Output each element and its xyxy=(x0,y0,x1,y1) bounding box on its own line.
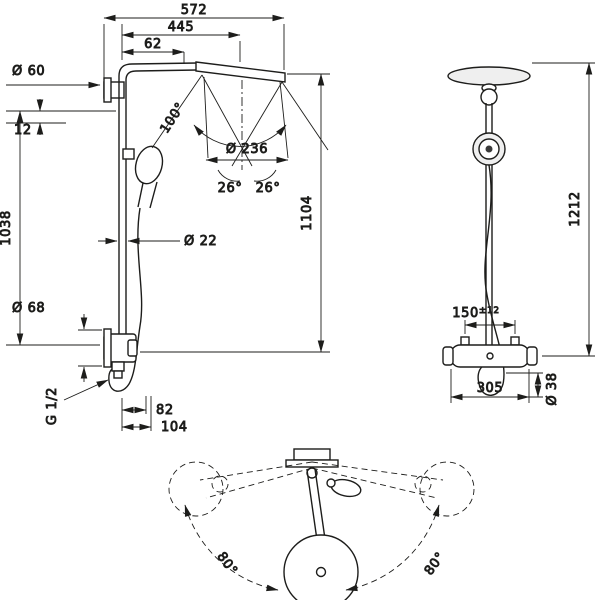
shower-hose-front xyxy=(477,164,505,396)
dim-d60: Ø 60 xyxy=(6,64,101,89)
dim-d68: Ø 68 xyxy=(6,301,102,382)
dim-80deg-left: 80° xyxy=(184,504,279,592)
dim-label-1038: 1038 xyxy=(0,210,14,245)
dim-d236: Ø 236 xyxy=(205,142,289,164)
dim-d22: Ø 22 xyxy=(98,234,217,249)
top-view: 80° 80° xyxy=(168,448,475,600)
dim-26deg-left: 26° xyxy=(217,169,243,196)
dim-label-26deg-right: 26° xyxy=(256,181,281,196)
arm-top-view xyxy=(306,469,318,541)
dim-label-d68: Ø 68 xyxy=(12,301,45,316)
dim-104: 104 xyxy=(121,396,188,435)
supply-connector xyxy=(460,336,470,346)
overhead-shower-front xyxy=(447,66,531,86)
hose-outlet xyxy=(111,361,125,372)
dim-label-1212: 1212 xyxy=(568,191,583,226)
swivel-handshower-right xyxy=(414,475,432,493)
dim-label-445: 445 xyxy=(168,20,195,35)
dim-label-d236: Ø 236 xyxy=(226,142,268,157)
dim-445: 445 xyxy=(121,20,241,62)
shower-arm xyxy=(118,62,198,90)
side-fixture xyxy=(103,61,286,392)
dim-305: 305 xyxy=(450,369,530,403)
dim-572: 572 xyxy=(103,3,285,80)
front-view: 1212 150±12 305 Ø 38 xyxy=(442,62,595,406)
dim-label-d60: Ø 60 xyxy=(12,64,45,79)
hand-shower-handle xyxy=(137,182,144,208)
dim-1212: 1212 xyxy=(532,62,595,357)
dim-label-305: 305 xyxy=(477,381,504,396)
arm-top-view xyxy=(314,468,326,540)
hand-shower-handle xyxy=(149,181,158,209)
dim-12: 12 xyxy=(6,99,116,138)
ball-joint xyxy=(480,88,498,106)
dim-80deg-right: 80° xyxy=(345,504,449,592)
wall-plate-bar xyxy=(285,459,339,468)
dim-label-104: 104 xyxy=(161,420,188,435)
dim-82: 82 xyxy=(121,396,174,431)
supply-connector xyxy=(510,336,520,346)
hand-shower-joint-top xyxy=(326,478,336,488)
dim-label-12: 12 xyxy=(14,123,32,138)
dim-label-g12: G 1/2 xyxy=(45,387,60,425)
dim-1104: 1104 xyxy=(140,73,330,353)
dim-label-26deg-left: 26° xyxy=(218,181,243,196)
dim-1038: 1038 xyxy=(0,110,24,346)
dim-label-d22: Ø 22 xyxy=(184,234,217,249)
shower-arm xyxy=(125,69,198,90)
dim-label-62: 62 xyxy=(144,37,162,52)
top-fixture xyxy=(283,448,362,600)
thermostat-logo xyxy=(486,352,494,360)
dim-label-572: 572 xyxy=(181,3,208,18)
thermostat-handle-right xyxy=(526,346,538,366)
side-view: 572 445 62 Ø 60 12 xyxy=(0,3,330,435)
dim-label-80deg-right: 80° xyxy=(422,549,449,578)
dim-label-150: 150±12 xyxy=(452,306,499,321)
handshower-holder xyxy=(122,148,135,160)
dim-g12: G 1/2 xyxy=(45,379,109,426)
dim-26deg-right: 26° xyxy=(253,169,281,196)
dim-150: 150±12 xyxy=(452,306,516,334)
thermostat-handle-left xyxy=(442,346,454,366)
swivel-position-right xyxy=(419,461,475,517)
dim-d38: Ø 38 xyxy=(498,372,560,406)
front-fixture xyxy=(442,66,538,396)
overhead-hub-top xyxy=(315,566,327,578)
swivel-position-left xyxy=(168,461,224,517)
dim-62: 62 xyxy=(121,37,185,64)
wall-plate-top xyxy=(293,448,331,461)
dim-label-100deg: 100° xyxy=(158,100,189,136)
shower-hose-side xyxy=(108,207,143,392)
hand-shower-side xyxy=(134,145,164,185)
outlet-nut xyxy=(113,370,123,379)
dim-label-1104: 1104 xyxy=(300,195,315,230)
hand-shower-hub xyxy=(485,145,493,153)
swivel-handshower-left xyxy=(211,475,229,493)
bracket-escutcheon xyxy=(103,77,112,103)
dim-label-82: 82 xyxy=(156,403,174,418)
dim-label-80deg-left: 80° xyxy=(213,549,240,578)
thermostat-escutcheon xyxy=(103,328,112,368)
dim-label-d38: Ø 38 xyxy=(545,372,560,405)
thermostat-knob xyxy=(127,339,138,357)
overhead-shower-side xyxy=(195,61,286,83)
swivel-positions xyxy=(168,461,475,517)
